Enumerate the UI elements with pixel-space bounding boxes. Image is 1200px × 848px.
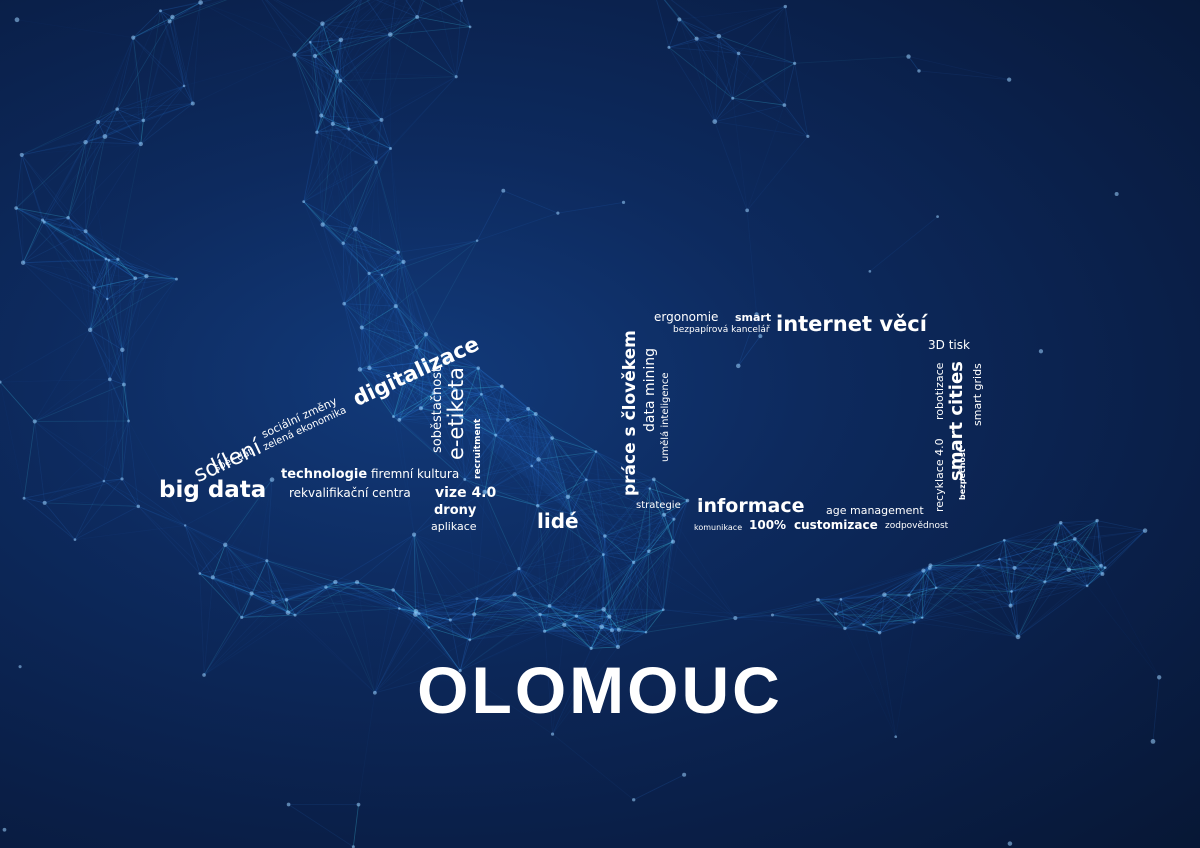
word-recruitment: recruitment (473, 418, 483, 479)
word-age-management: age management (826, 504, 924, 517)
word-100: 100% (749, 518, 787, 532)
word-bezpapirova-kancelar: bezpapírová kancelář (673, 325, 770, 335)
word-rekvalifikacni-centra: rekvalifikační centra (289, 486, 411, 500)
word-strategie: strategie (636, 500, 681, 511)
word-zodpovednost: zodpovědnost (885, 521, 949, 531)
word-recyklace: recyklace 4.0 (933, 438, 946, 512)
word-internet-veci: internet věcí (776, 312, 927, 336)
word-sobestacnost: soběstačnost (430, 366, 445, 453)
word-technologie: technologie (281, 467, 368, 482)
word-komunikace: komunikace (694, 523, 743, 532)
word-firemni-kultura: firemní kultura (371, 467, 460, 481)
word-customizace: customizace (794, 518, 878, 532)
word-big-data: big data (159, 477, 267, 503)
word-drony: drony (434, 503, 477, 518)
word-umela-inteligence: umělá inteligence (660, 372, 671, 462)
word-informace: informace (697, 495, 805, 517)
word-lide: lidé (537, 509, 579, 533)
word-vize: vize 4.0 (435, 485, 497, 501)
word-bezpecnost: bezpečnost (958, 448, 967, 500)
word-smart: smart (735, 311, 772, 324)
word-aplikace: aplikace (431, 520, 477, 533)
word-e-etiketa: e-etiketa (444, 367, 468, 460)
word-smart-grids: smart grids (971, 363, 984, 426)
word-data-mining: data mining (642, 347, 658, 432)
poster-title: OLOMOUC (417, 653, 783, 727)
word-robotizace: robotizace (933, 362, 946, 420)
word-3d-tisk: 3D tisk (928, 338, 970, 352)
word-prace-s-clovekem: práce s člověkem (620, 330, 640, 496)
word-ergonomie: ergonomie (654, 310, 719, 324)
